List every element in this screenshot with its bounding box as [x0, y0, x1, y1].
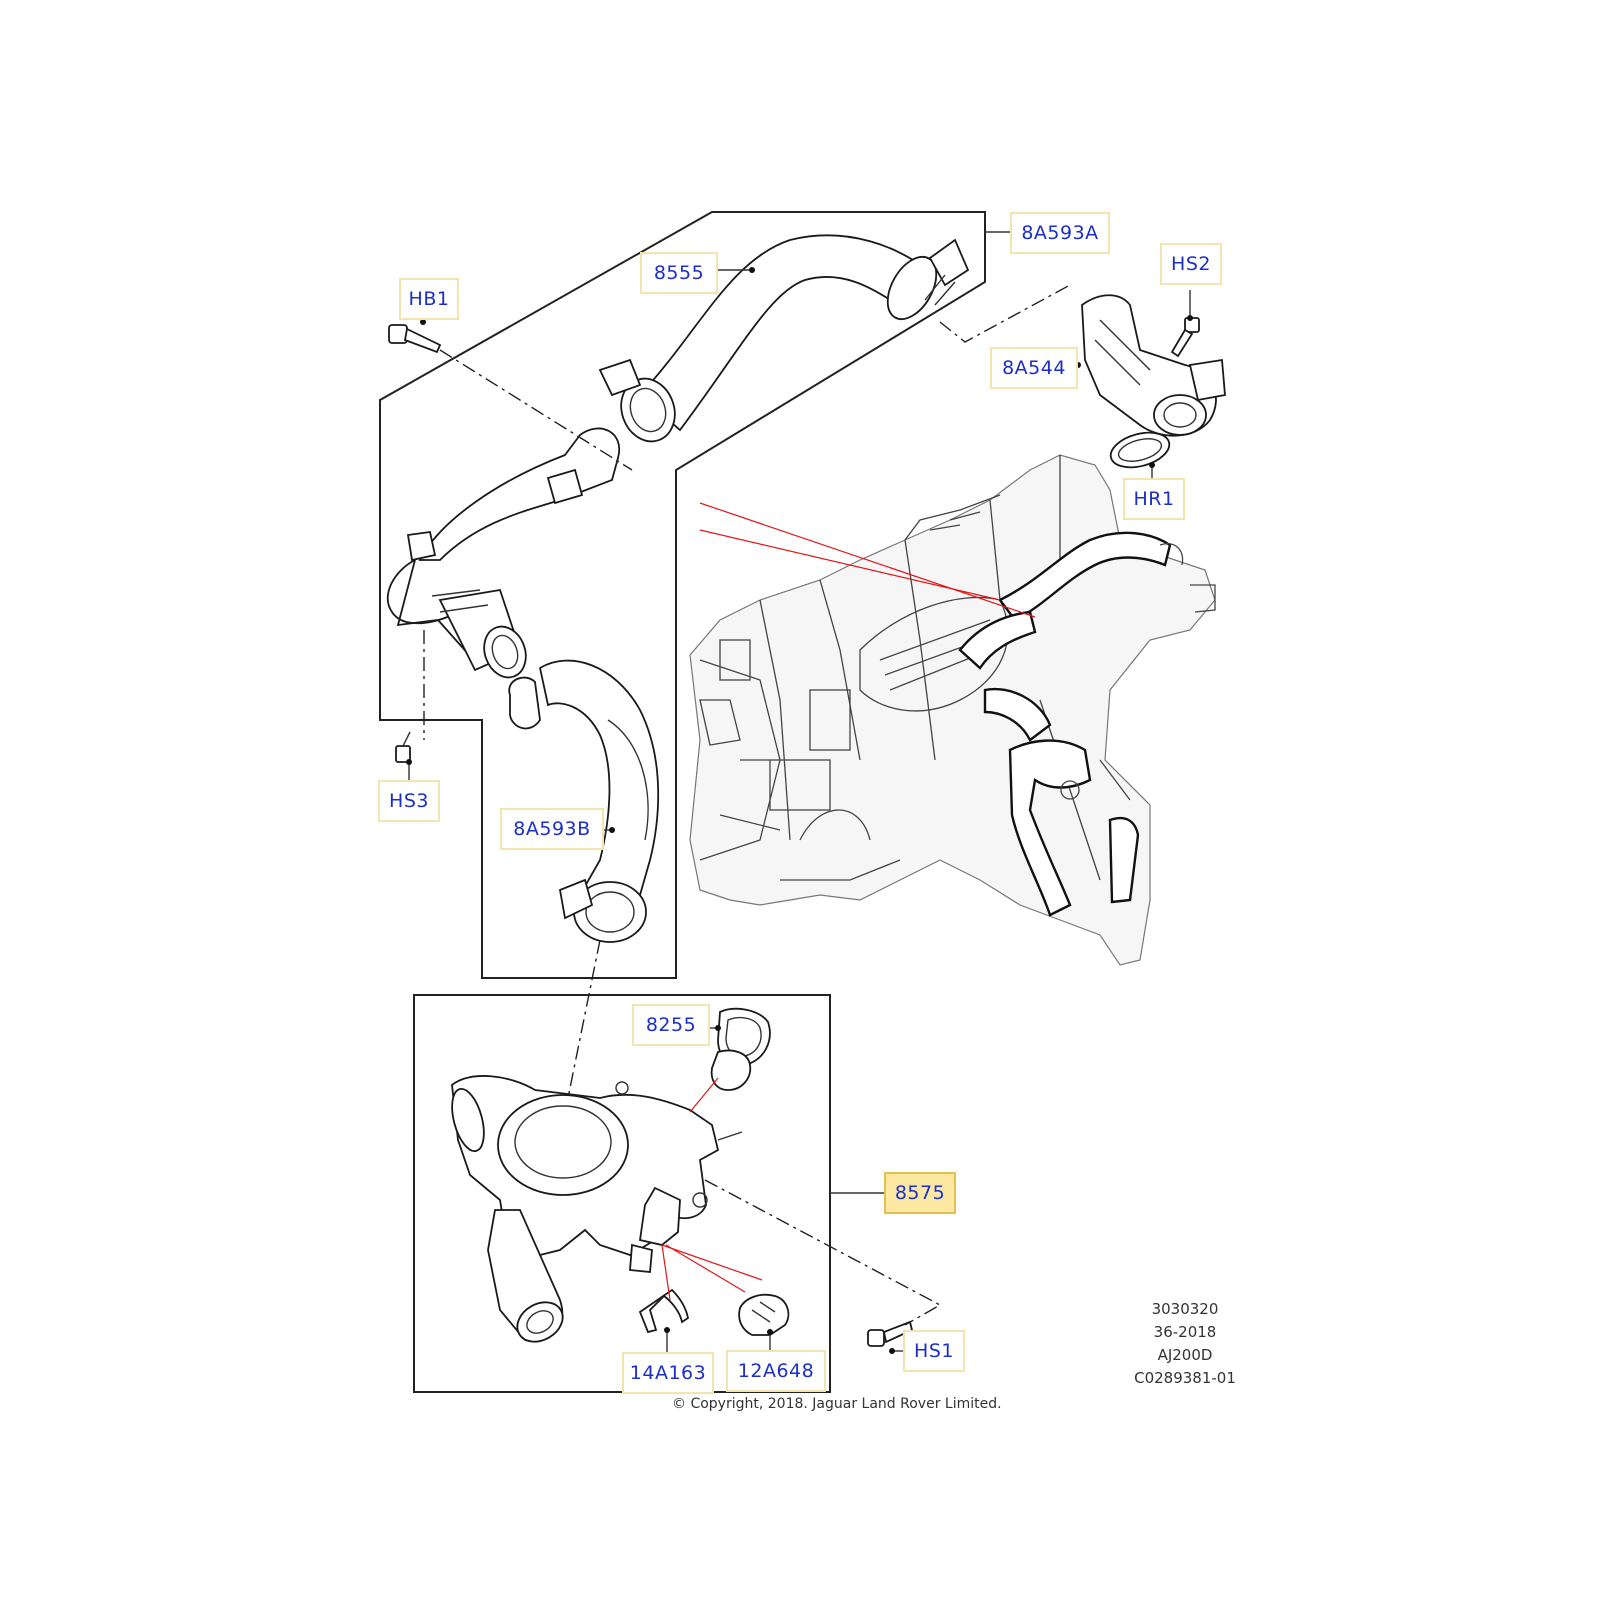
clip-14A163 [638, 1288, 690, 1334]
sensor-12A648 [738, 1293, 790, 1336]
bolt-HS1 [867, 1320, 914, 1347]
seal-8255 [710, 1008, 771, 1091]
reference-line-2: 36-2018 [1153, 1323, 1217, 1341]
callout-HS2[interactable]: HS2 [1160, 243, 1222, 285]
thermostat-housing-8575 [451, 1075, 743, 1343]
callout-HS3[interactable]: HS3 [378, 780, 440, 822]
callout-HS1[interactable]: HS1 [903, 1330, 965, 1372]
callout-8A544[interactable]: 8A544 [990, 347, 1078, 389]
left-pipe-assembly [386, 427, 621, 679]
callout-12A648[interactable]: 12A648 [726, 1350, 826, 1392]
callout-8A593A[interactable]: 8A593A [1010, 212, 1110, 254]
bolt-HS3 [395, 731, 411, 763]
outlet-8A544 [1081, 294, 1226, 469]
upper-group-outline [379, 211, 986, 979]
bolt-HB1 [388, 324, 442, 354]
hose-8A593B [508, 659, 660, 943]
upper-hose-8555 [598, 234, 970, 443]
callout-8575[interactable]: 8575 [884, 1172, 956, 1214]
callout-8A593B[interactable]: 8A593B [500, 808, 604, 850]
callout-HB1[interactable]: HB1 [399, 278, 459, 320]
engine-illustration [689, 454, 1216, 966]
callout-8255[interactable]: 8255 [632, 1004, 710, 1046]
callout-14A163[interactable]: 14A163 [622, 1352, 714, 1394]
callout-8555[interactable]: 8555 [640, 252, 718, 294]
reference-line-3: AJ200D [1157, 1346, 1213, 1364]
reference-line-1: 3030320 [1151, 1300, 1219, 1318]
bolt-HS2 [1170, 317, 1200, 358]
copyright-notice: © Copyright, 2018. Jaguar Land Rover Lim… [672, 1396, 1002, 1412]
reference-line-4: C0289381-01 [1134, 1369, 1236, 1387]
reference-block: 3030320 36-2018 AJ200D C0289381-01 [1115, 1298, 1255, 1390]
red-leaders [661, 502, 1036, 1301]
callout-HR1[interactable]: HR1 [1123, 478, 1185, 520]
alignment-lines [423, 284, 1071, 1326]
